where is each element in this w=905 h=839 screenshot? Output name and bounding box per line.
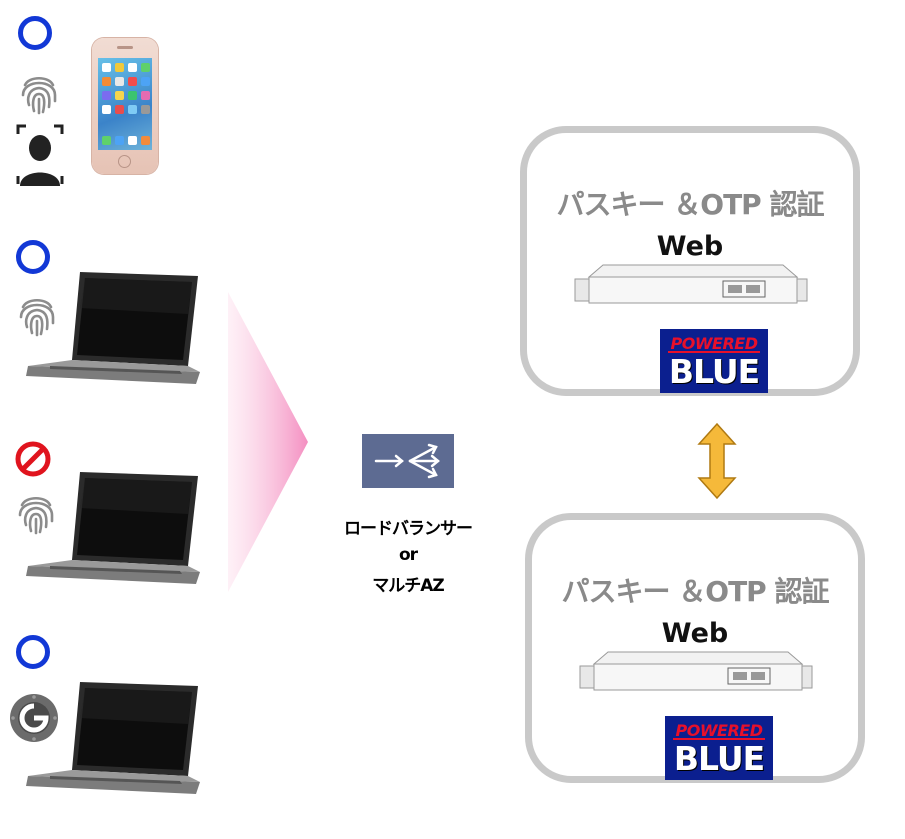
ok-circle-icon	[16, 240, 50, 274]
server-title: パスキー ＆OTP 認証	[556, 188, 825, 221]
lb-label-line3: マルチAZ	[372, 576, 444, 596]
server-rack-icon	[579, 651, 813, 691]
logo-bottom-text: BLUE	[673, 739, 765, 778]
face-id-icon	[16, 124, 64, 186]
laptop-image	[26, 472, 200, 584]
logo-top-text: POWERED	[670, 334, 758, 353]
load-balancer-icon	[362, 434, 454, 488]
lb-label-line2: or	[398, 545, 418, 565]
fingerprint-icon	[19, 298, 55, 337]
laptop-image	[26, 272, 200, 384]
prohibited-icon	[15, 441, 51, 477]
server-box-primary: パスキー ＆OTP 認証 Web POWERED BLUE	[520, 126, 860, 396]
server-title: パスキー ＆OTP 認証	[561, 575, 830, 608]
server-rack-icon	[574, 264, 808, 304]
logo-top-text: POWERED	[675, 721, 763, 740]
double-arrow-icon	[697, 422, 737, 500]
ok-circle-icon	[16, 635, 50, 669]
funnel-arrow	[228, 292, 308, 592]
fingerprint-icon	[21, 76, 57, 115]
lb-label-line1: ロードバランサー	[344, 519, 473, 539]
logo-bottom-text: BLUE	[668, 352, 760, 391]
server-box-secondary: パスキー ＆OTP 認証 Web POWERED BLUE	[525, 513, 865, 783]
ok-circle-icon	[18, 16, 52, 50]
load-balancer-label: ロードバランサー or マルチAZ	[308, 514, 508, 596]
smartphone-image	[92, 38, 158, 174]
laptop-image	[26, 682, 200, 794]
authenticator-icon	[10, 694, 58, 742]
powered-blue-logo: POWERED BLUE	[660, 329, 768, 393]
powered-blue-logo: POWERED BLUE	[665, 716, 773, 780]
server-subtitle: Web	[661, 618, 729, 649]
fingerprint-icon	[18, 496, 54, 535]
server-subtitle: Web	[656, 231, 724, 262]
